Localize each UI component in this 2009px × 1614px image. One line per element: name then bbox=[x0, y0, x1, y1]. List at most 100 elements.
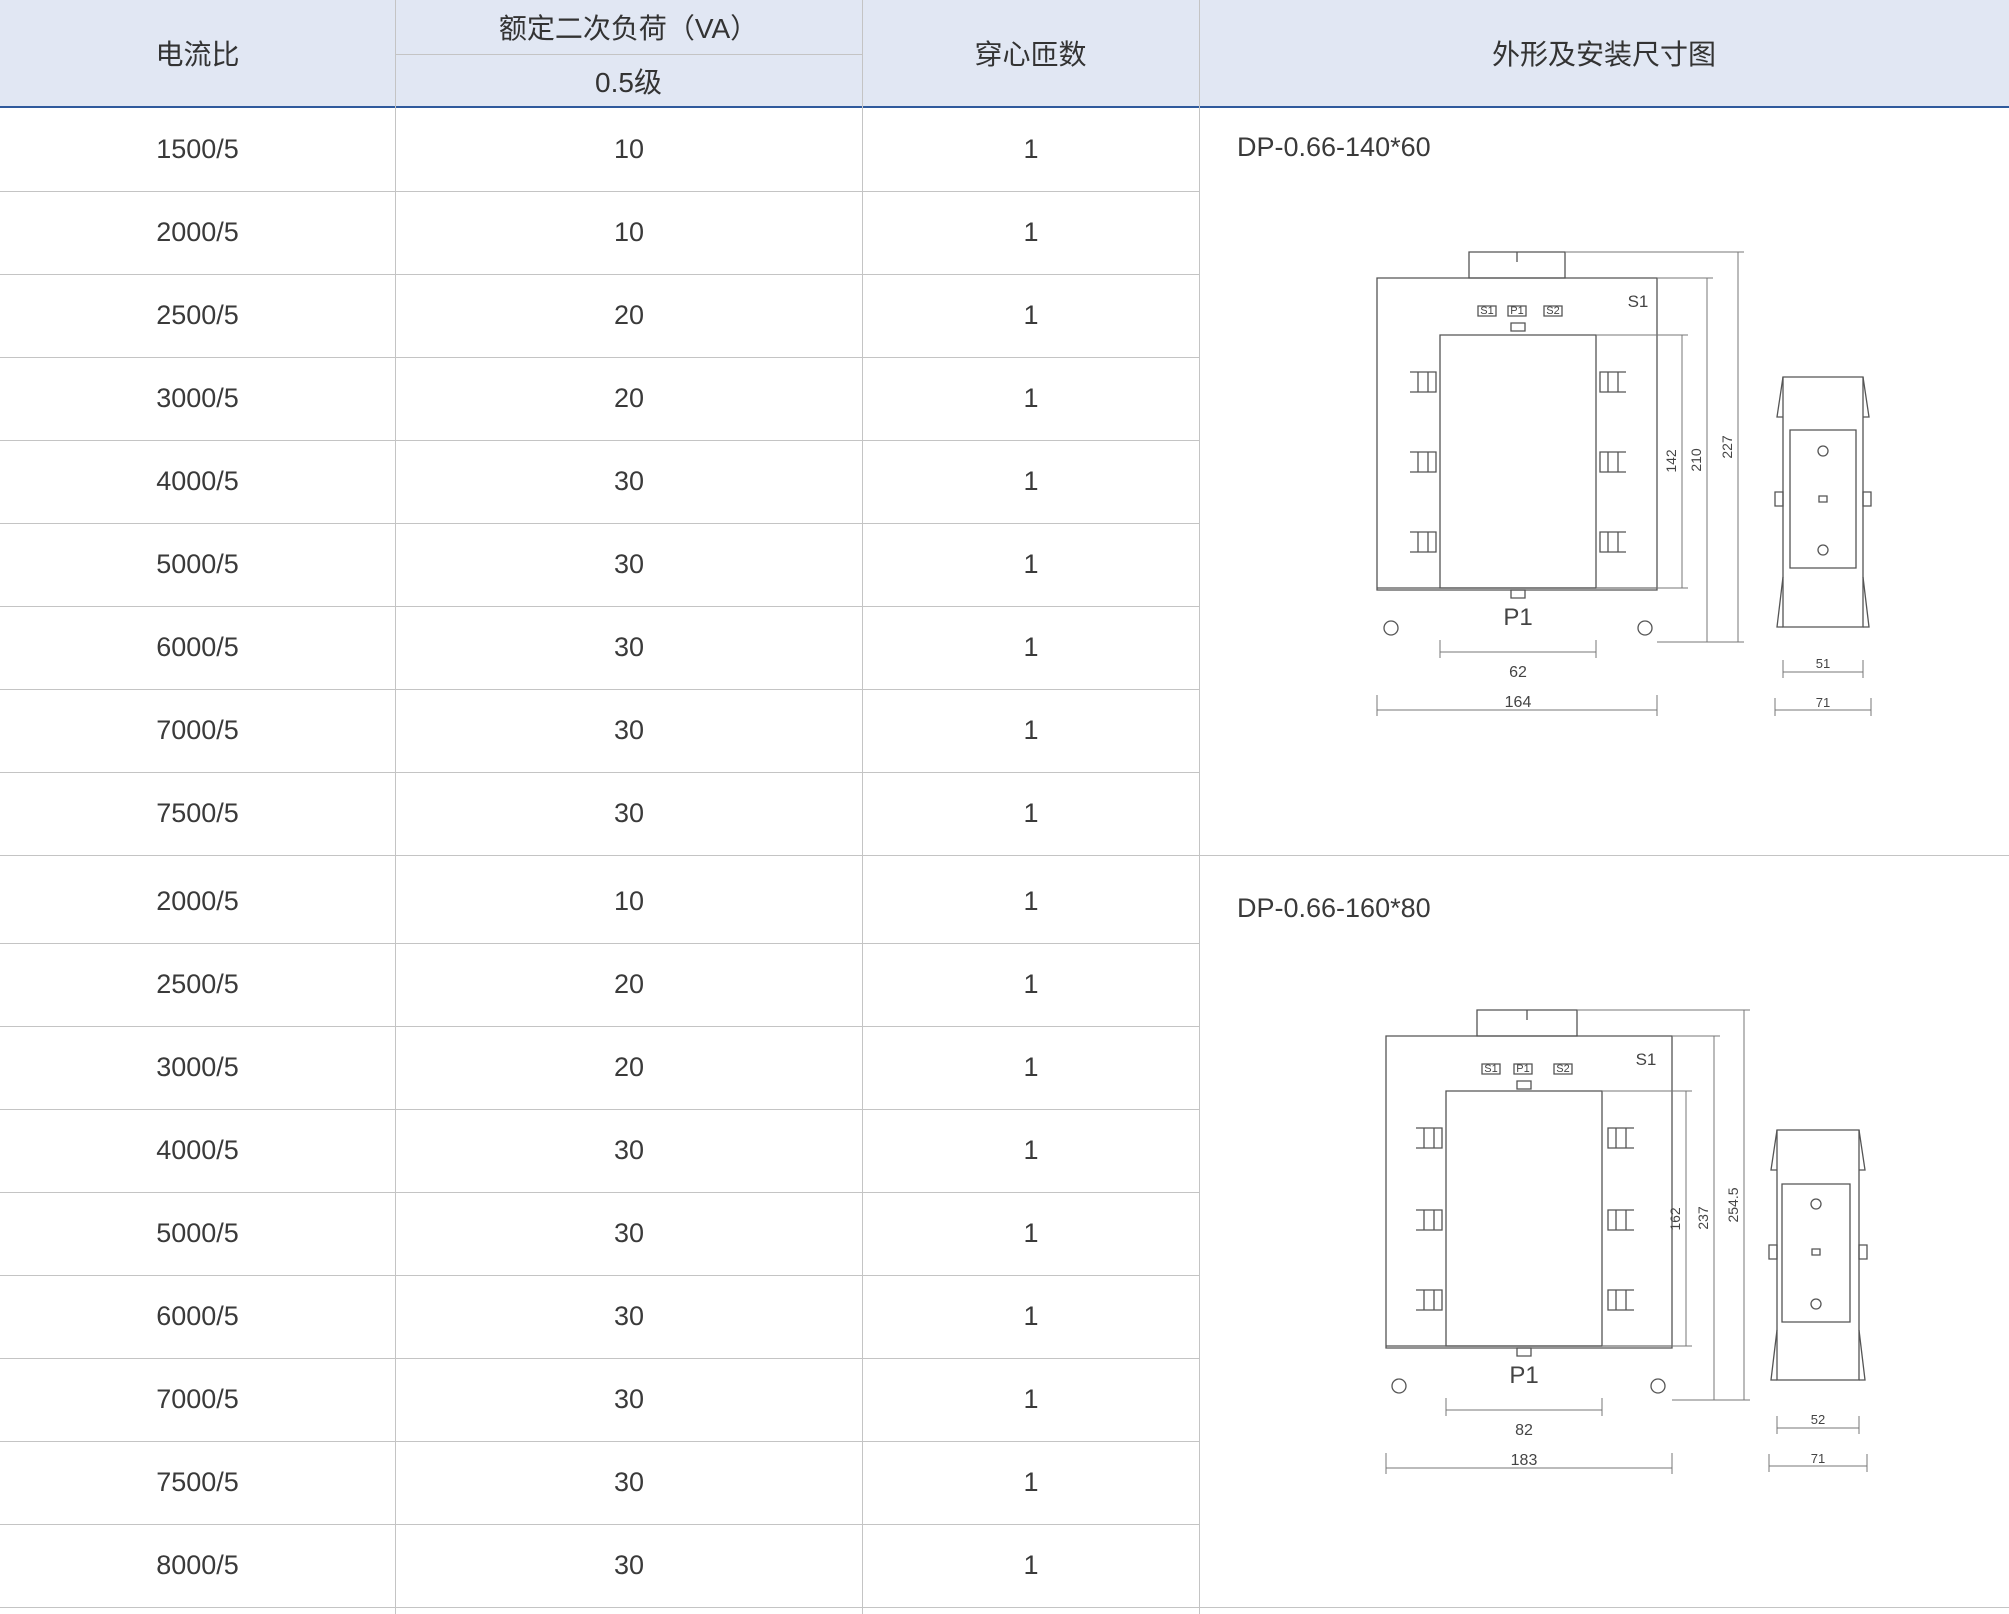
table-cell-load: 30 bbox=[613, 632, 645, 662]
table-cell-turns: 1 bbox=[1023, 217, 1039, 247]
dim-total-height: 254.5 bbox=[1725, 1187, 1741, 1222]
dim-total-height: 227 bbox=[1719, 435, 1735, 459]
table-cell-ratio: 3000/5 bbox=[156, 1052, 239, 1082]
table-cell-ratio: 2000/5 bbox=[156, 217, 239, 247]
model-label-1: DP-0.66-140*60 bbox=[1237, 132, 1431, 162]
table-cell-turns: 1 bbox=[1023, 1467, 1039, 1497]
row-divider bbox=[0, 1358, 1199, 1359]
table-cell-ratio: 5000/5 bbox=[156, 1218, 239, 1248]
table-cell-load: 30 bbox=[613, 1135, 645, 1165]
table-cell-load: 30 bbox=[613, 1384, 645, 1414]
dim-inner-width: 62 bbox=[1509, 664, 1527, 681]
table-cell-turns: 1 bbox=[1023, 798, 1039, 828]
column-divider bbox=[862, 0, 863, 1614]
row-divider bbox=[0, 523, 1199, 524]
table-cell-turns: 1 bbox=[1023, 886, 1039, 916]
table-cell-ratio: 4000/5 bbox=[156, 466, 239, 496]
column-divider bbox=[1199, 0, 1200, 1614]
row-divider bbox=[0, 191, 1199, 192]
row-divider bbox=[0, 1192, 1199, 1193]
table-cell-ratio: 7000/5 bbox=[156, 715, 239, 745]
row-divider bbox=[0, 606, 1199, 607]
row-divider bbox=[0, 1109, 1199, 1110]
table-cell-turns: 1 bbox=[1023, 632, 1039, 662]
table-cell-ratio: 4000/5 bbox=[156, 1135, 239, 1165]
table-cell-turns: 1 bbox=[1023, 549, 1039, 579]
terminal-s1-label: S1 bbox=[1484, 1063, 1497, 1075]
table-cell-load: 10 bbox=[613, 886, 645, 916]
bottom-p1-label: P1 bbox=[1509, 1362, 1538, 1389]
table-cell-load: 20 bbox=[613, 1052, 645, 1082]
row-divider bbox=[0, 357, 1199, 358]
dim-mid-height: 210 bbox=[1688, 448, 1704, 472]
table-cell-turns: 1 bbox=[1023, 969, 1039, 999]
table-cell-turns: 1 bbox=[1023, 300, 1039, 330]
header-turns: 穿心匝数 bbox=[974, 39, 1087, 70]
table-header bbox=[0, 0, 2009, 107]
table-cell-load: 10 bbox=[613, 217, 645, 247]
terminal-p1-label: P1 bbox=[1516, 1063, 1529, 1075]
dim-side-outer: 71 bbox=[1811, 1451, 1825, 1466]
dim-side-outer: 71 bbox=[1816, 695, 1830, 710]
table-cell-ratio: 1500/5 bbox=[156, 134, 239, 164]
table-cell-turns: 1 bbox=[1023, 466, 1039, 496]
header-sub-divider bbox=[395, 54, 862, 55]
dim-outer-width: 183 bbox=[1511, 1452, 1538, 1469]
terminal-s2-label: S2 bbox=[1546, 305, 1559, 317]
dim-outer-width: 164 bbox=[1505, 694, 1532, 711]
table-cell-turns: 1 bbox=[1023, 1550, 1039, 1580]
table-cell-turns: 1 bbox=[1023, 715, 1039, 745]
table-cell-turns: 1 bbox=[1023, 134, 1039, 164]
model-label-2: DP-0.66-160*80 bbox=[1237, 893, 1431, 923]
row-divider bbox=[0, 1026, 1199, 1027]
row-divider bbox=[0, 689, 1199, 690]
terminal-p1-label: P1 bbox=[1510, 305, 1523, 317]
terminal-s1-label: S1 bbox=[1480, 305, 1493, 317]
outline-drawing-1: S1 P1 S2 S1 P1 62 164 142 210 227 51 71 bbox=[1370, 240, 1890, 720]
row-divider bbox=[0, 440, 1199, 441]
table-cell-ratio: 6000/5 bbox=[156, 632, 239, 662]
corner-s1-label: S1 bbox=[1628, 292, 1649, 311]
dim-inner-height: 162 bbox=[1667, 1207, 1683, 1231]
bottom-p1-label: P1 bbox=[1503, 604, 1532, 631]
table-cell-ratio: 7500/5 bbox=[156, 798, 239, 828]
table-cell-load: 30 bbox=[613, 466, 645, 496]
column-divider bbox=[395, 0, 396, 1614]
dim-side-inner: 51 bbox=[1816, 656, 1830, 671]
dim-mid-height: 237 bbox=[1695, 1206, 1711, 1230]
header-accuracy-class: 0.5级 bbox=[595, 66, 662, 98]
dim-side-inner: 52 bbox=[1811, 1412, 1825, 1427]
table-cell-load: 30 bbox=[613, 1467, 645, 1497]
table-cell-ratio: 6000/5 bbox=[156, 1301, 239, 1331]
table-cell-load: 20 bbox=[613, 969, 645, 999]
table-cell-ratio: 7500/5 bbox=[156, 1467, 239, 1497]
table-cell-turns: 1 bbox=[1023, 383, 1039, 413]
group-divider bbox=[0, 855, 2009, 856]
table-cell-turns: 1 bbox=[1023, 1218, 1039, 1248]
table-cell-load: 30 bbox=[613, 549, 645, 579]
dim-inner-width: 82 bbox=[1515, 1422, 1533, 1439]
outline-drawing-2: S1 P1 S2 S1 P1 82 183 162 237 254.5 52 7… bbox=[1378, 998, 1898, 1478]
row-divider bbox=[0, 1524, 1199, 1525]
dim-inner-height: 142 bbox=[1663, 449, 1679, 473]
table-cell-load: 10 bbox=[613, 134, 645, 164]
row-divider bbox=[0, 943, 1199, 944]
corner-s1-label: S1 bbox=[1636, 1050, 1657, 1069]
table-cell-load: 30 bbox=[613, 1301, 645, 1331]
group-divider bbox=[0, 1607, 2009, 1608]
table-cell-load: 30 bbox=[613, 715, 645, 745]
table-cell-turns: 1 bbox=[1023, 1052, 1039, 1082]
table-cell-ratio: 8000/5 bbox=[156, 1550, 239, 1580]
row-divider bbox=[0, 772, 1199, 773]
header-rated-load: 额定二次负荷（VA） bbox=[498, 13, 759, 44]
table-cell-ratio: 3000/5 bbox=[156, 383, 239, 413]
table-cell-load: 30 bbox=[613, 1550, 645, 1580]
table-cell-ratio: 7000/5 bbox=[156, 1384, 239, 1414]
table-cell-turns: 1 bbox=[1023, 1301, 1039, 1331]
table-cell-ratio: 2000/5 bbox=[156, 886, 239, 916]
table-cell-ratio: 2500/5 bbox=[156, 969, 239, 999]
row-divider bbox=[0, 1275, 1199, 1276]
header-bottom-rule bbox=[0, 106, 2009, 108]
table-cell-turns: 1 bbox=[1023, 1135, 1039, 1165]
row-divider bbox=[0, 274, 1199, 275]
